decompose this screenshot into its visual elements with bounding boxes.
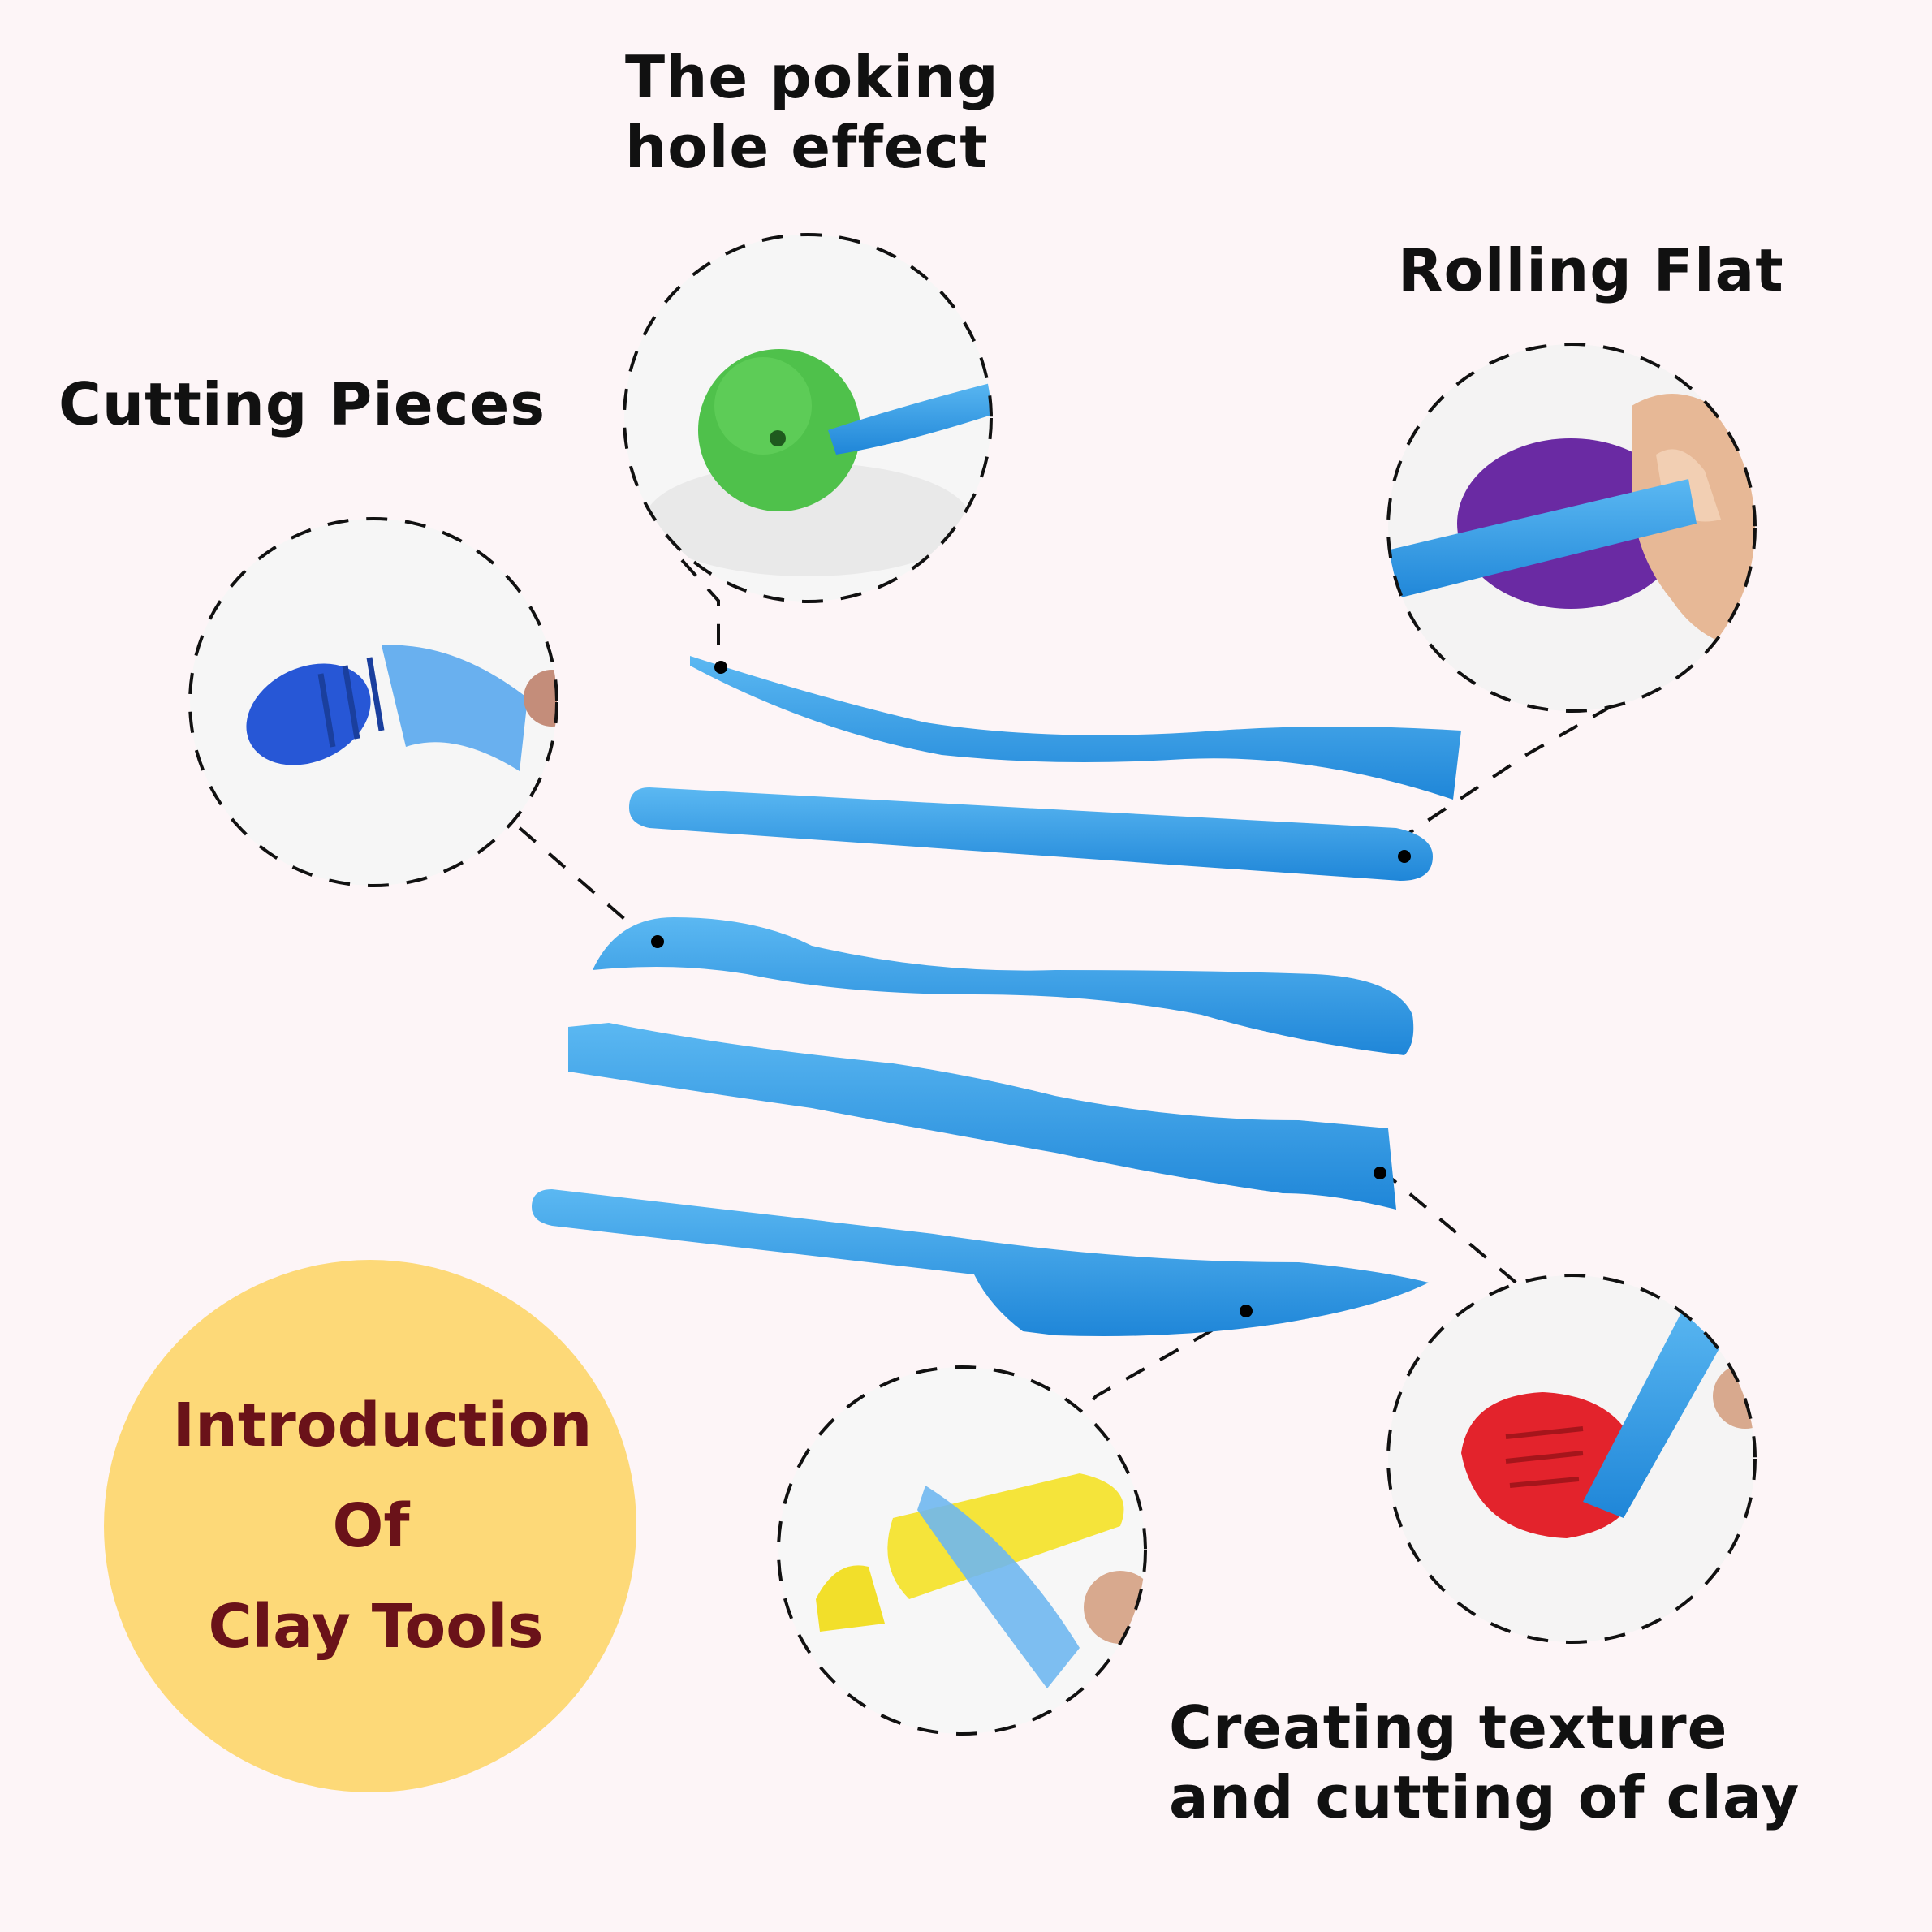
photo-cut — [188, 517, 558, 887]
anchor-dot-cut — [651, 935, 664, 948]
label-poking-line2: hole effect — [625, 113, 989, 181]
label-texture-line1: Creating texture — [1169, 1693, 1728, 1762]
photo-roll — [1386, 343, 1757, 713]
label-rolling-flat: Rolling Flat — [1398, 236, 1784, 304]
photo-texture — [1386, 1274, 1757, 1644]
poking-tool-icon — [828, 380, 991, 455]
intro-badge: Introduction Of Clay Tools — [104, 1260, 636, 1792]
label-cutting-pieces: Cutting Pieces — [58, 370, 546, 438]
texture-tool-icon — [1583, 1299, 1729, 1518]
photo-slice — [777, 1365, 1147, 1736]
yellow-clay-icon — [887, 1473, 1124, 1599]
label-poking-hole: The poking hole effect — [625, 42, 999, 182]
anchor-dot-slice — [1240, 1305, 1253, 1317]
label-poking-line1: The poking — [625, 43, 999, 111]
cutter-tool-icon — [382, 645, 528, 771]
label-texture-line2: and cutting of clay — [1169, 1763, 1800, 1831]
connector-slice — [1078, 1309, 1247, 1418]
fingertip-icon — [524, 670, 557, 727]
label-creating-texture: Creating texture and cutting of clay — [1169, 1693, 1800, 1832]
anchor-dot-roll — [1398, 850, 1411, 863]
tool-knife — [532, 1189, 1429, 1336]
tool-flat-blade — [568, 1023, 1396, 1210]
photo-poke — [623, 233, 993, 603]
clay-tools — [532, 656, 1461, 1336]
connector-poke — [680, 558, 720, 664]
badge-line-2: Of — [332, 1491, 410, 1561]
tool-wave — [593, 917, 1414, 1055]
badge-line-1: Introduction — [172, 1391, 593, 1460]
badge-line-3: Clay Tools — [208, 1592, 544, 1662]
anchor-dot-poke — [714, 661, 727, 674]
anchor-dots — [651, 661, 1411, 1317]
slicing-tool-icon — [917, 1486, 1080, 1688]
connector-cut — [518, 826, 643, 935]
tool-spatula — [690, 656, 1461, 800]
connector-tex — [1378, 1167, 1520, 1286]
connector-lines — [518, 558, 1612, 1418]
blue-clay-icon — [246, 663, 371, 765]
connector-roll — [1403, 705, 1612, 838]
tool-rod — [629, 787, 1433, 881]
rolling-pin-icon — [1388, 479, 1697, 601]
anchor-dot-texture — [1374, 1167, 1386, 1179]
